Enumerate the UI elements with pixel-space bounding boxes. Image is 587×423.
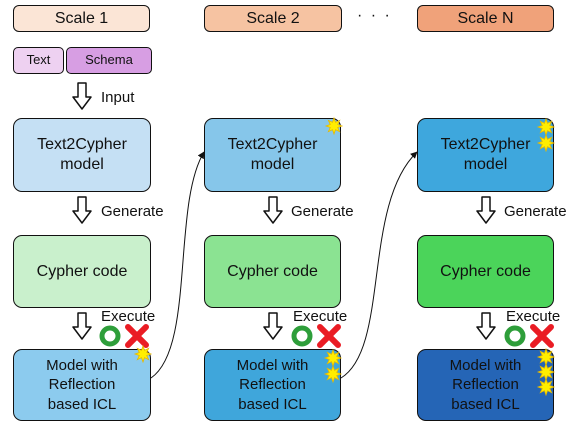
scale-1-generate-arrow-icon xyxy=(72,196,92,224)
scale-1-generate-label: Generate xyxy=(101,203,164,220)
scale-n-text2cypher-model: Text2Cypher model xyxy=(417,118,554,192)
scale-2-to-n-arrow-icon xyxy=(340,151,418,379)
scale-n-reflection-star-icon-1 xyxy=(536,347,556,367)
scale-1-execute-label: Execute xyxy=(101,308,156,325)
scale-2-text2cypher-model: Text2Cypher model xyxy=(204,118,341,192)
scale-n-cypher-code: Cypher code xyxy=(417,235,554,308)
scale-2-failure-icon xyxy=(317,324,341,348)
scale-n-reflection-star-icon-3 xyxy=(536,377,556,397)
scale-2-execute-label: Execute xyxy=(293,308,348,325)
scale-n-generate-arrow-icon xyxy=(476,196,496,224)
scale-2-cypher-code: Cypher code xyxy=(204,235,341,308)
scale-n-generate-label: Generate xyxy=(504,203,567,220)
ellipsis: · · · xyxy=(357,7,392,24)
scale-n-model-star-icon-1 xyxy=(536,117,556,137)
scale-2-model-star-icon xyxy=(324,116,344,136)
scale-2-reflection-star-icon-2 xyxy=(323,364,343,384)
schema-input-tag: Schema xyxy=(66,47,152,74)
scale-2-reflection-star-icon-1 xyxy=(323,348,343,368)
scale-2-reflection-model: Model with Reflection based ICL xyxy=(204,349,341,421)
text-input-tag: Text xyxy=(13,47,64,74)
scale-n-success-icon xyxy=(504,325,526,347)
scale-1-text2cypher-model: Text2Cypher model xyxy=(13,118,151,192)
scale-2-generate-label: Generate xyxy=(291,203,354,220)
scale-1-reflection-model: Model with Reflection based ICL xyxy=(13,349,151,421)
scale-1-cypher-code: Cypher code xyxy=(13,235,151,308)
scale-1-reflection-star-icon xyxy=(133,344,153,364)
scale-n-failure-icon xyxy=(530,324,554,348)
scale-2-generate-arrow-icon xyxy=(263,196,283,224)
scale-2-header: Scale 2 xyxy=(204,5,342,32)
scale-1-execute-arrow-icon xyxy=(72,312,92,340)
scale-n-header: Scale N xyxy=(417,5,554,32)
scale-2-success-icon xyxy=(291,325,313,347)
scale-n-execute-label: Execute xyxy=(506,308,561,325)
input-arrow-icon xyxy=(72,82,92,110)
scale-1-success-icon xyxy=(99,325,121,347)
scale-1-header: Scale 1 xyxy=(13,5,150,32)
scale-n-reflection-star-icon-2 xyxy=(536,362,556,382)
input-label: Input xyxy=(101,89,135,106)
scale-n-execute-arrow-icon xyxy=(476,312,496,340)
scale-1-to-2-arrow-icon xyxy=(150,151,205,379)
scale-1-failure-icon xyxy=(125,324,149,348)
scale-n-model-star-icon-2 xyxy=(536,133,556,153)
scale-2-execute-arrow-icon xyxy=(263,312,283,340)
scale-n-reflection-model: Model with Reflection based ICL xyxy=(417,349,554,421)
